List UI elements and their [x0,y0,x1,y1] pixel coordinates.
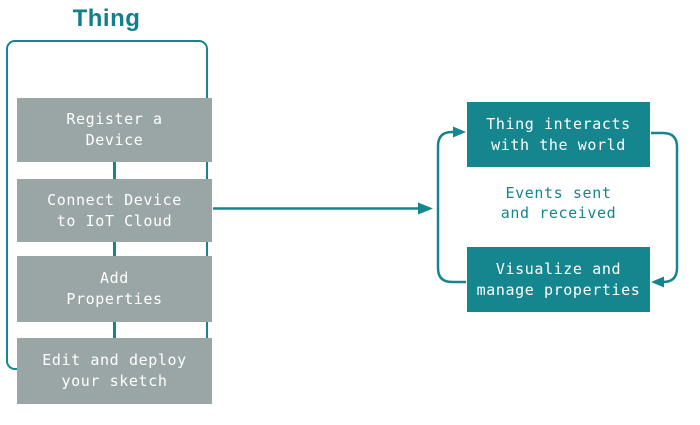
step-edit-sketch: Edit and deploy your sketch [17,338,212,404]
thing-panel-title: Thing [72,5,141,32]
step-connector [113,242,116,256]
cycle-top-box: Thing interacts with the world [467,102,650,167]
cycle-bottom-label: Visualize and manage properties [476,259,641,299]
step-label: Add Properties [66,269,163,308]
flow-arrow [213,202,433,215]
cycle-middle-text: Events sent and received [467,183,650,223]
step-connector [113,322,116,338]
cycle-top-label: Thing interacts with the world [486,114,631,154]
step-connector [113,162,116,179]
step-label: Edit and deploy your sketch [42,351,187,390]
cycle-bottom-box: Visualize and manage properties [467,247,650,312]
step-register-device: Register a Device [17,98,212,162]
step-label: Register a Device [66,110,163,149]
cycle-arrow-up [436,126,466,284]
step-add-properties: Add Properties [17,256,212,322]
step-label: Connect Device to IoT Cloud [47,190,182,230]
thing-steps-container: Register a Device Connect Device to IoT … [6,40,212,404]
cycle-arrow-down [651,131,679,288]
step-connect-device: Connect Device to IoT Cloud [17,179,212,242]
cycle-middle-label: Events sent and received [500,184,617,222]
